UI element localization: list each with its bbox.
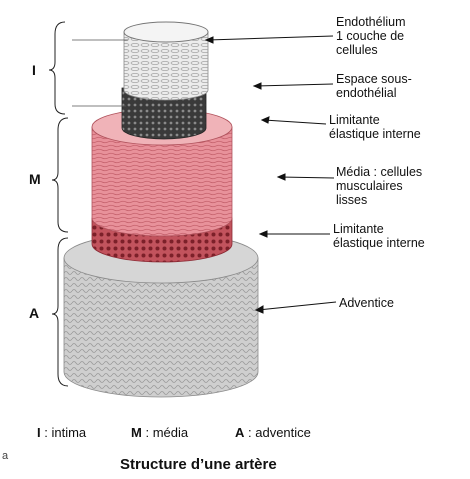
label-subendothelial-space: Espace sous- endothélial [336,72,412,100]
legend-adventitia-value: : adventice [248,425,311,440]
diagram-title: Structure d’une artère [120,456,277,473]
legend-media-value: : média [145,425,188,440]
margin-letter: a [2,450,8,462]
label-media: Média : cellules musculaires lisses [336,165,422,207]
legend-intima-key: I [37,425,41,440]
endothelium-layer [124,22,208,100]
layer-letter-media: M [29,171,41,187]
legend-intima: I : intima [37,425,86,440]
layer-letter-adventitia: A [29,305,39,321]
label-internal-elastic-lamina-upper: Limitante élastique interne [329,113,421,141]
label-adventitia: Adventice [339,296,394,310]
legend-adventitia: A : adventice [235,425,311,440]
label-internal-elastic-lamina-lower: Limitante élastique interne [333,222,425,250]
legend-adventitia-key: A [235,425,244,440]
bracket-intima [49,22,65,114]
bracket-media [52,118,68,232]
legend-media: M : média [131,425,188,440]
label-endothelium: Endothélium 1 couche de cellules [336,15,406,57]
legend-intima-value: : intima [44,425,86,440]
layer-letter-intima: I [32,62,36,78]
legend-media-key: M [131,425,142,440]
